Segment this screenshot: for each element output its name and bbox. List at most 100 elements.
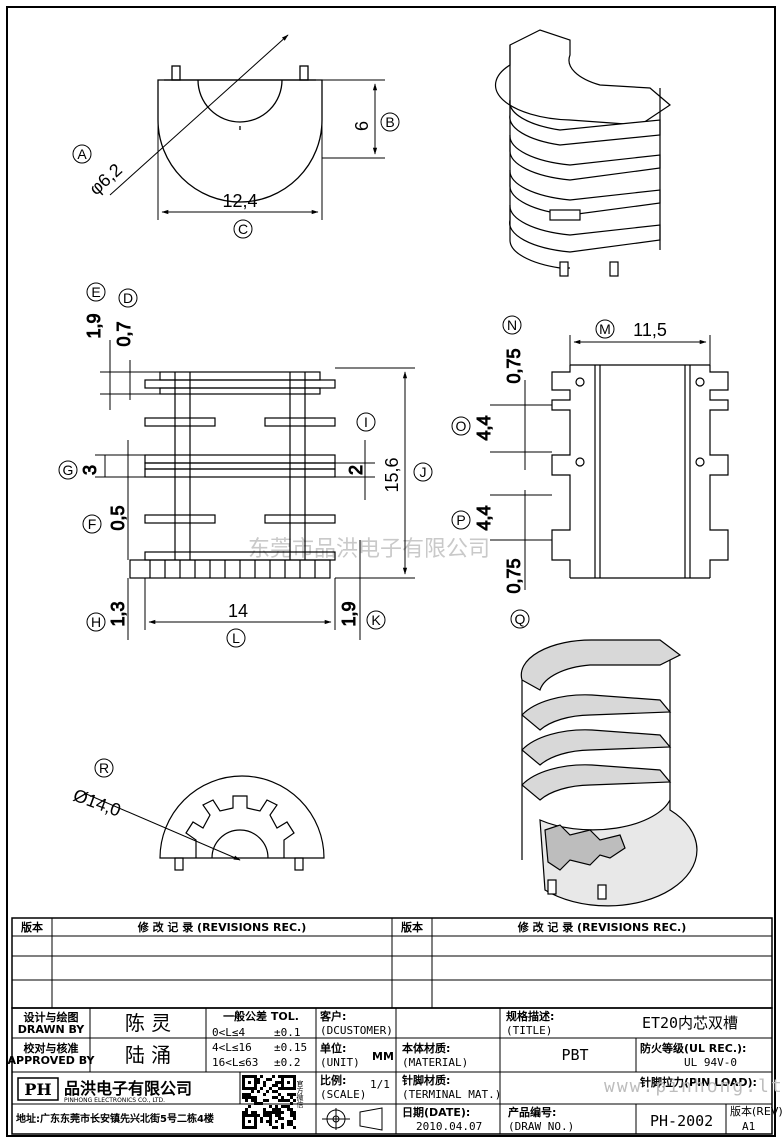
qr-module bbox=[245, 1114, 248, 1117]
dim-H: 1,3 H bbox=[86, 578, 129, 640]
qr-module bbox=[281, 1099, 284, 1102]
qr-module bbox=[290, 1087, 293, 1090]
company-address: 地址:广东东莞市长安镇先兴北街5号二栋4楼 bbox=[16, 1112, 214, 1125]
qr-module bbox=[254, 1126, 257, 1129]
dim-K-value: 1,9 bbox=[339, 601, 359, 626]
qr-module bbox=[275, 1105, 278, 1108]
rev-value: A1 bbox=[742, 1120, 755, 1133]
qr-module bbox=[242, 1087, 245, 1090]
qr-module bbox=[251, 1111, 254, 1114]
qr-module bbox=[293, 1126, 296, 1129]
dim-G-value: 3 bbox=[80, 465, 100, 475]
qr-module bbox=[269, 1087, 272, 1090]
qr-module bbox=[290, 1123, 293, 1126]
qr-module bbox=[290, 1120, 293, 1123]
qr-module bbox=[290, 1075, 293, 1078]
qr-module bbox=[275, 1120, 278, 1123]
rev-col-version-right: 版本 bbox=[401, 920, 423, 934]
qr-module bbox=[251, 1096, 254, 1099]
qr-module bbox=[263, 1093, 266, 1096]
dim-G-F: 3 G 0,5 F bbox=[58, 440, 145, 560]
dim-I: 2 I bbox=[335, 412, 376, 500]
customer-label-en: (DCUSTOMER) bbox=[320, 1024, 393, 1037]
dim-L: 14 L bbox=[144, 578, 336, 648]
qr-module bbox=[269, 1123, 272, 1126]
qr-module bbox=[260, 1075, 263, 1078]
tol-range-2: 4<L≤16 bbox=[212, 1041, 252, 1054]
qr-module bbox=[242, 1081, 245, 1084]
watermark-cn: 东莞市品洪电子有限公司 bbox=[248, 537, 490, 562]
rev-col-version-left: 版本 bbox=[21, 920, 43, 934]
drawno-label-cn: 产品编号: bbox=[508, 1105, 556, 1119]
qr-module bbox=[248, 1105, 251, 1108]
dim-H-label: H bbox=[91, 614, 101, 630]
qr-code-icon bbox=[242, 1075, 296, 1129]
qr-module bbox=[245, 1099, 248, 1102]
qr-module bbox=[242, 1123, 245, 1126]
qr-module bbox=[254, 1117, 257, 1120]
qr-module bbox=[278, 1114, 281, 1117]
qr-module bbox=[269, 1120, 272, 1123]
qr-module bbox=[278, 1117, 281, 1120]
tol-value-3: ±0.2 bbox=[274, 1056, 301, 1069]
tol-range-1: 0<L≤4 bbox=[212, 1026, 245, 1039]
top-view bbox=[157, 65, 323, 203]
qr-module bbox=[287, 1087, 290, 1090]
qr-module bbox=[242, 1075, 245, 1078]
dim-D-value: 0,7 bbox=[114, 321, 134, 346]
dim-C: 12,4 C bbox=[157, 120, 323, 239]
dim-H-value: 1,3 bbox=[108, 601, 128, 626]
company-name-cn: 品洪电子有限公司 bbox=[64, 1079, 192, 1098]
qr-module bbox=[251, 1114, 254, 1117]
dim-F-value: 0,5 bbox=[108, 505, 128, 530]
projection-symbol-icon bbox=[322, 1107, 383, 1131]
qr-module bbox=[284, 1075, 287, 1078]
qr-module bbox=[290, 1114, 293, 1117]
dim-O-label: O bbox=[456, 418, 467, 434]
qr-module bbox=[251, 1087, 254, 1090]
qr-module bbox=[287, 1099, 290, 1102]
qr-module bbox=[278, 1111, 281, 1114]
qr-module bbox=[242, 1114, 245, 1117]
qr-module bbox=[275, 1081, 278, 1084]
qr-module bbox=[290, 1096, 293, 1099]
dim-A-label: A bbox=[77, 146, 87, 162]
qr-module bbox=[284, 1087, 287, 1090]
dim-I-value: 2 bbox=[346, 465, 366, 475]
qr-module bbox=[281, 1105, 284, 1108]
qr-module bbox=[278, 1093, 281, 1096]
dim-C-label: C bbox=[238, 221, 248, 237]
qr-module bbox=[257, 1078, 260, 1081]
qr-module bbox=[248, 1126, 251, 1129]
qr-module bbox=[257, 1102, 260, 1105]
company-logo-icon: PH bbox=[17, 1077, 59, 1101]
qr-module bbox=[257, 1081, 260, 1084]
qr-module bbox=[242, 1093, 245, 1096]
dim-P-value: 4,4 bbox=[474, 505, 494, 530]
dim-A-value: φ6,2 bbox=[85, 160, 126, 199]
qr-module bbox=[263, 1114, 266, 1117]
approver-label-en: APPROVED BY bbox=[8, 1054, 96, 1067]
qr-module bbox=[290, 1108, 293, 1111]
qr-module bbox=[260, 1087, 263, 1090]
dim-P-Q: 4,4 P 0,75 Q bbox=[451, 490, 552, 629]
qr-module bbox=[245, 1096, 248, 1099]
qr-module bbox=[266, 1114, 269, 1117]
qr-module bbox=[293, 1099, 296, 1102]
qr-module bbox=[254, 1114, 257, 1117]
pin-load-label: 针脚拉力(PIN LOAD): bbox=[640, 1075, 757, 1089]
dim-O-value: 4,4 bbox=[474, 415, 494, 440]
qr-module bbox=[290, 1093, 293, 1096]
tol-value-2: ±0.15 bbox=[274, 1041, 307, 1054]
scale-label-cn: 比例: bbox=[320, 1073, 346, 1087]
dim-J-label: J bbox=[420, 464, 427, 480]
designer-name: 陈 灵 bbox=[125, 1011, 171, 1035]
date-value: 2010.04.07 bbox=[416, 1120, 482, 1133]
qr-module bbox=[272, 1108, 275, 1111]
qr-module bbox=[260, 1117, 263, 1120]
qr-module bbox=[263, 1081, 266, 1084]
qr-module bbox=[290, 1111, 293, 1114]
dim-L-label: L bbox=[232, 630, 240, 646]
qr-module bbox=[263, 1084, 266, 1087]
